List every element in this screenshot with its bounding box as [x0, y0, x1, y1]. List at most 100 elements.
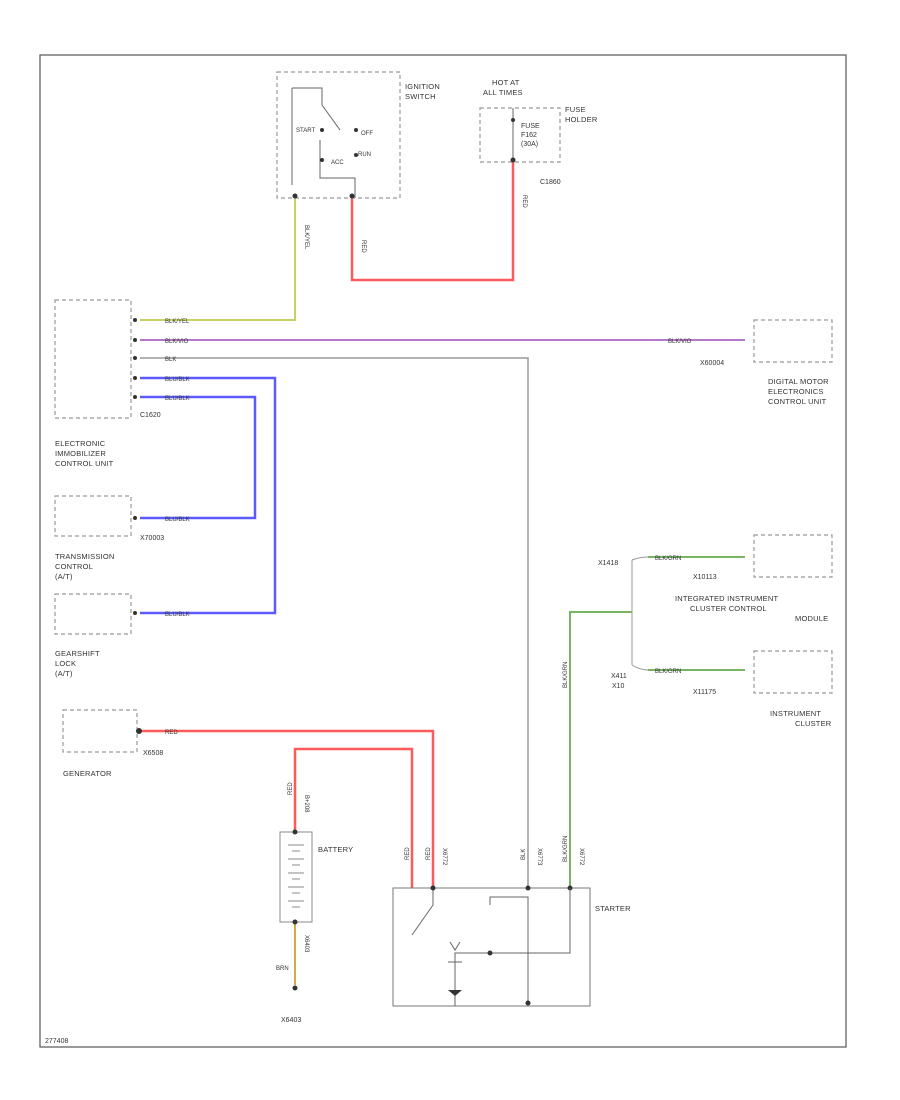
dme-label-2: ELECTRONICS [768, 387, 824, 396]
wire-label-blue1: BLU/BLK [165, 377, 190, 383]
fuse-holder-box [479, 107, 561, 163]
cluster-module-label-3: MODULE [795, 614, 828, 623]
wire-label-grn-starter: BLK/GRN [563, 836, 569, 862]
dme-label-1: DIGITAL MOTOR [768, 377, 829, 386]
cluster-module-label-1: INTEGRATED INSTRUMENT [675, 594, 778, 603]
immobilizer-label-2: IMMOBILIZER [55, 449, 106, 458]
wire-label-x6403: X6403 [303, 935, 309, 953]
wire-label-starter-x2: X6773 [536, 848, 542, 866]
splice-label-b-bot: X10 [612, 683, 625, 690]
wire-batt-red [293, 747, 414, 888]
ground-label: X6403 [281, 1017, 301, 1024]
wire-label-starter-x3: X6772 [578, 848, 584, 866]
gearshift-label-3: (A/T) [55, 669, 73, 678]
wire-blue-trans [140, 395, 257, 520]
ign-pin-2 [349, 193, 355, 199]
wire-label-blue2: BLU/BLK [165, 396, 190, 402]
dme-connector: X60004 [700, 360, 724, 367]
starter-label: STARTER [595, 904, 631, 913]
wire-ign-yellow [140, 198, 296, 321]
starter-junction [487, 950, 493, 956]
fuse-pin-bottom [510, 157, 516, 163]
wire-label-starter-red2: RED [426, 847, 432, 860]
ignition-switch-label-1: IGNITION [405, 82, 440, 91]
generator-label: GENERATOR [63, 769, 112, 778]
gearshift-label-1: GEARSHIFT [55, 649, 100, 658]
starter-pin-2 [525, 885, 531, 891]
wire-label-grn-main: BLK/GRN [563, 662, 569, 688]
ign-contact-run [354, 153, 358, 157]
wire-label-gear: BLU/BLK [165, 612, 190, 618]
wire-label-red-fuse: RED [521, 195, 527, 208]
diagram-id: 277408 [45, 1038, 68, 1045]
battery-neg [292, 919, 298, 925]
wire-label-ign: BLK/YEL [165, 319, 190, 325]
wire-label-starter: BLK [165, 357, 176, 363]
starter-junction-2 [525, 1000, 531, 1006]
battery-label: BATTERY [318, 845, 353, 854]
starter-coil-symbol [448, 941, 462, 963]
gen-pin [136, 728, 142, 734]
fuse-all-times: ALL TIMES [483, 88, 523, 97]
wire-label-ign-vert: BLK/YEL [303, 225, 309, 250]
immobilizer-label-3: CONTROL UNIT [55, 459, 114, 468]
gearshift-box [54, 593, 132, 635]
wire-label-starter-blk: BLK [521, 849, 527, 860]
ign-pin-1 [292, 193, 298, 199]
splice-label-b-top: X411 [611, 673, 627, 680]
wire-starter-gray [140, 357, 529, 888]
ign-pos-run: RUN [358, 152, 371, 158]
wire-label-batt-red: RED [288, 782, 294, 795]
immo-pin-3 [133, 356, 137, 360]
wire-label-dme: BLK/VIO [165, 339, 189, 345]
wire-label-cluster: BLK/GRN [655, 556, 681, 562]
dme-label-3: CONTROL UNIT [768, 397, 827, 406]
wire-label-inst: BLK/GRN [655, 669, 681, 675]
transmission-label-2: CONTROL [55, 562, 93, 571]
ignition-switch-box [276, 71, 401, 199]
ign-pos-acc: ACC [331, 160, 344, 166]
ign-pos-start: START [296, 128, 315, 134]
wire-blue-gear [140, 376, 277, 615]
wire-label-starter-red1: RED [405, 847, 411, 860]
cluster-module-box [753, 534, 833, 578]
fuse-name-2: F162 [521, 132, 537, 139]
transmission-label-1: TRANSMISSION [55, 552, 115, 561]
immobilizer-box [54, 299, 132, 419]
splice-label-a: X1418 [598, 560, 618, 567]
starter-motor-symbol [448, 990, 462, 996]
immobilizer-label-1: ELECTRONIC [55, 439, 106, 448]
ign-contact-start [320, 128, 324, 132]
trans-pin [133, 516, 137, 520]
instrument-cluster-label-2: CLUSTER [795, 719, 832, 728]
wire-label-dme-right: BLK/VIO [668, 339, 692, 345]
fuse-pin-top [511, 118, 515, 122]
immo-pin-5 [133, 395, 137, 399]
wire-ign-red [350, 162, 515, 282]
immobilizer-connector: C1620 [140, 412, 161, 419]
gear-pin [133, 611, 137, 615]
splice-curves [631, 556, 649, 671]
transmission-connector: X70003 [140, 535, 164, 542]
wire-label-starter-x1: X6772 [441, 848, 447, 866]
starter-internal-2 [454, 888, 571, 1006]
wire-gen-red [140, 729, 435, 888]
fuse-holder-label-2: HOLDER [565, 115, 598, 124]
generator-connector: X6508 [143, 750, 163, 757]
dme-box [753, 319, 833, 363]
ign-contact-off [354, 128, 358, 132]
battery-pos [292, 829, 298, 835]
ign-switch-line-2 [319, 140, 356, 198]
wire-label-red-ign: RED [360, 240, 366, 253]
starter-internal-1 [489, 896, 529, 1006]
wire-label-batt-x: B+208 [303, 795, 309, 813]
immo-pin-2 [133, 338, 137, 342]
diagram-frame [39, 54, 847, 1048]
ignition-switch-label-2: SWITCH [405, 92, 436, 101]
starter-box [392, 887, 591, 1007]
fuse-name-3: (30A) [521, 141, 538, 148]
fuse-name-1: FUSE [521, 123, 540, 130]
cluster-module-connector: X10113 [693, 574, 717, 581]
wire-label-brn: BRN [276, 966, 289, 972]
